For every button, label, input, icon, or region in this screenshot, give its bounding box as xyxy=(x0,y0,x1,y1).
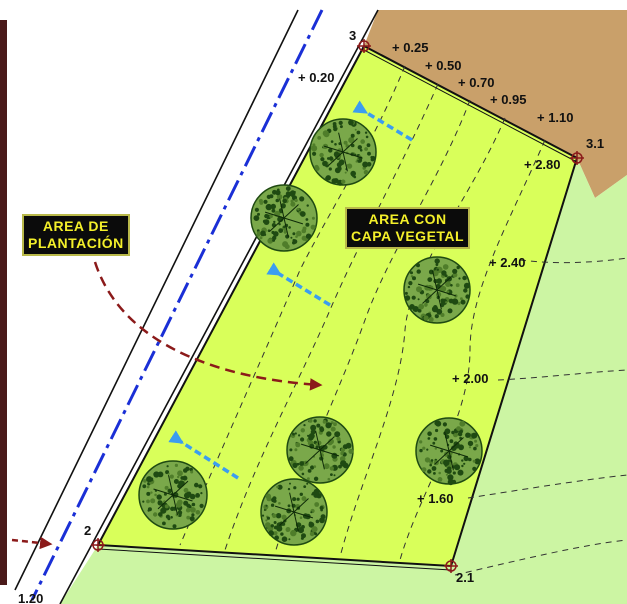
elevation-label: 1.20 xyxy=(18,591,43,604)
tree-group xyxy=(138,118,483,546)
tree-icon xyxy=(415,417,483,486)
tree-icon xyxy=(403,256,471,324)
top-edge-double-line xyxy=(363,49,578,163)
vegetal-layer-area-label-line2: CAPA VEGETAL xyxy=(351,228,465,244)
survey-point-icon xyxy=(444,559,458,573)
tree-icon xyxy=(138,460,208,530)
elevation-label: + 0.50 xyxy=(425,58,462,73)
tree-icon xyxy=(286,416,354,484)
tree-icon xyxy=(250,184,318,252)
callout-arrow xyxy=(93,261,323,391)
point-label-2-1: 2.1 xyxy=(456,570,474,585)
water-flow-arrows xyxy=(168,100,413,480)
tree-icon xyxy=(260,478,328,546)
axis-dash-dot-line xyxy=(30,9,324,601)
survey-point-icon xyxy=(357,39,371,53)
elevation-label: + 2.00 xyxy=(452,371,489,386)
earth-region xyxy=(364,10,627,198)
water-flow-arrow-icon xyxy=(168,430,239,480)
survey-point-icon xyxy=(570,151,584,165)
frame-left-border xyxy=(0,20,7,585)
point-label-2: 2 xyxy=(84,523,91,538)
point-label-3: 3 xyxy=(349,28,356,43)
survey-point-icon xyxy=(91,538,105,552)
vegetal-layer-area-label: AREA CON CAPA VEGETAL xyxy=(345,207,471,249)
elevation-label: + 0.25 xyxy=(392,40,429,55)
bottom-edge-double-line xyxy=(97,548,452,571)
plantation-area-label: AREA DE PLANTACIÓN xyxy=(22,214,130,256)
vegetal-layer-region xyxy=(60,158,627,604)
point-label-3-1: 3.1 xyxy=(586,136,604,151)
elevation-label: + 0.20 xyxy=(298,70,335,85)
callout-arrow-small xyxy=(11,536,53,550)
road-line-outer xyxy=(14,9,299,591)
road-line-inner xyxy=(59,9,379,604)
elevation-label: + 0.70 xyxy=(458,75,495,90)
vegetal-layer-area-label-line1: AREA CON xyxy=(368,211,447,227)
plantation-area-label-line1: AREA DE xyxy=(42,218,109,234)
elevation-label: + 0.95 xyxy=(490,92,527,107)
elevation-label: + 1.10 xyxy=(537,110,574,125)
elevation-label: + 1.60 xyxy=(417,491,454,506)
tree-icon xyxy=(309,118,377,186)
elevation-label: + 2.80 xyxy=(524,157,561,172)
plantation-area-label-line2: PLANTACIÓN xyxy=(28,235,124,251)
water-flow-arrow-icon xyxy=(352,100,413,142)
survey-points xyxy=(91,39,584,573)
elevation-label: + 2.40 xyxy=(489,255,526,270)
